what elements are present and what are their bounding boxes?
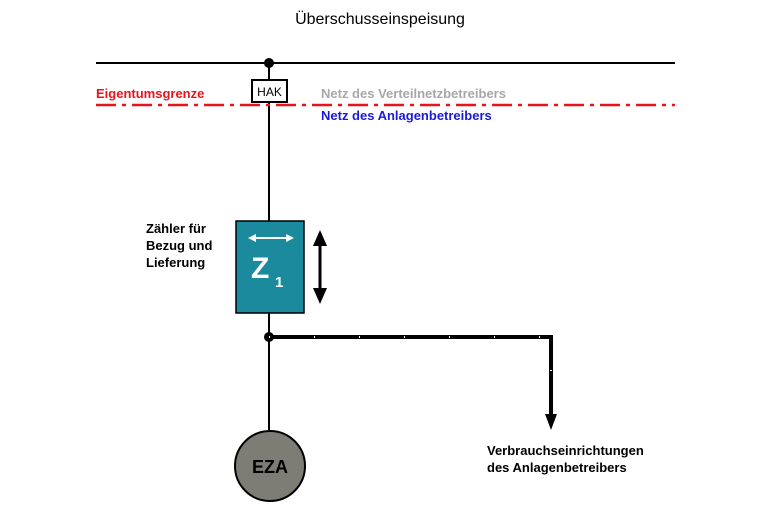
eza-generator-circle [234,430,306,502]
diagram-title: Überschusseinspeisung [295,10,465,28]
flow-arrow-down-head-icon [313,288,327,304]
meter-letter: Z [251,252,269,285]
eigentumsgrenze-label: Eigentumsgrenze [96,86,204,101]
eza-label: EZA [252,457,288,477]
arrow-left-head-icon [248,234,256,242]
meter-subscript: 1 [275,274,283,291]
flow-arrow-up-head-icon [313,230,327,246]
hak-label: HAK [257,85,282,99]
zaehler-label-line2: Bezug und [146,238,212,253]
consumer-branch-line [269,335,553,418]
consumer-arrow-head-icon [545,414,557,430]
meter-box [235,220,305,314]
verbrauch-label-line1: Verbrauchseinrichtungen [487,443,644,458]
hak-box [251,79,288,103]
consumer-branch-ticks [269,336,552,418]
netz-ab-label: Netz des Anlagenbetreibers [321,108,492,123]
arrow-right-head-icon [286,234,294,242]
netz-vnb-label: Netz des Verteilnetzbetreibers [321,86,506,101]
zaehler-label-line1: Zähler für [146,221,206,236]
verbrauch-label-line2: des Anlagenbetreibers [487,460,627,475]
zaehler-label-line3: Lieferung [146,255,205,270]
